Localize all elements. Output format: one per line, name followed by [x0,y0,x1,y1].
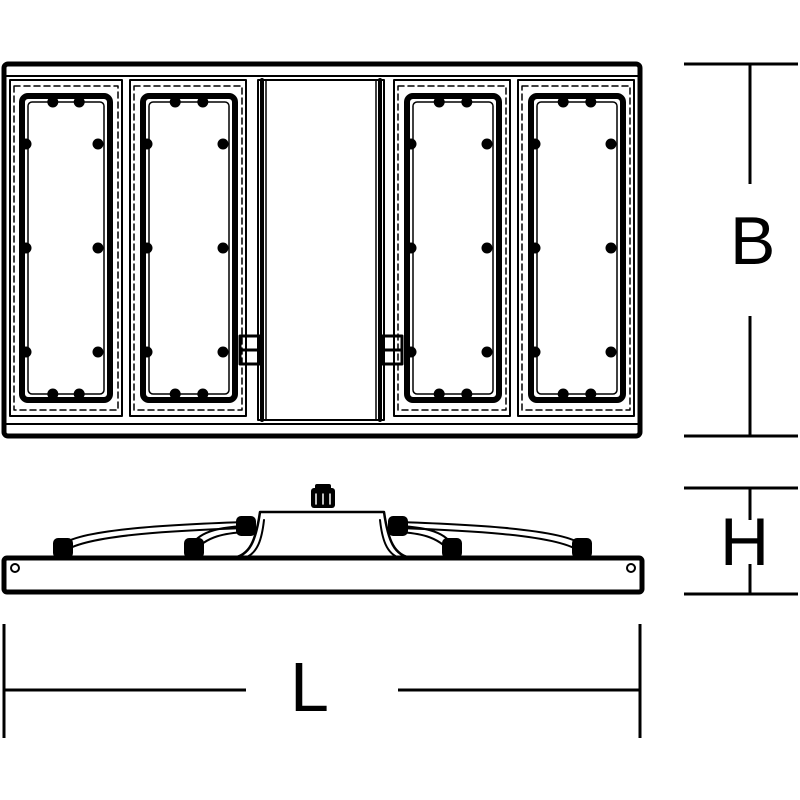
screw-icon [557,388,569,400]
side-view [1,484,645,595]
screw-icon [197,96,209,108]
screw-icon [585,96,597,108]
screw-icon [92,138,104,150]
screw-icon [47,96,59,108]
cable-gland [311,484,335,508]
screw-icon [197,388,209,400]
screw-icon [605,138,617,150]
dimension-label-h: H [720,504,770,580]
screw-icon [217,138,229,150]
screw-icon [169,96,181,108]
screw-icon [405,242,417,254]
screw-icon [529,242,541,254]
cable-right-outer [399,521,583,546]
screw-icon [20,346,32,358]
screw-icon [73,388,85,400]
screw-icon [461,388,473,400]
screw-icon [529,138,541,150]
dimension-b-lines [684,62,798,438]
screw-icon [605,346,617,358]
cable-left-outer [61,521,245,546]
screw-icon [217,346,229,358]
screw-icon [92,346,104,358]
top-view-outer-frame [1,61,643,439]
screw-icon [141,138,153,150]
dimension-l-lines [2,624,642,738]
screw-icon [405,138,417,150]
screw-icon [433,96,445,108]
center-driver-panel [238,78,404,422]
screw-icon [47,388,59,400]
screw-icon [481,242,493,254]
cable-connectors [53,516,592,558]
screw-icon [557,96,569,108]
screw-icon [141,242,153,254]
top-view [1,61,643,439]
dimension-label-l: L [290,648,329,726]
screw-icon [605,242,617,254]
screw-icon [217,242,229,254]
screw-icon [141,346,153,358]
mounting-screws [20,96,617,400]
screw-icon [73,96,85,108]
dimension-lines [2,62,798,738]
screw-icon [433,388,445,400]
screw-icon [405,346,417,358]
dimension-h-lines [684,486,798,596]
driver-housing [230,510,414,560]
screw-icon [92,242,104,254]
screw-icon [481,346,493,358]
dimension-label-b: B [730,203,776,279]
screw-icon [461,96,473,108]
screw-icon [481,138,493,150]
screw-icon [585,388,597,400]
side-view-base-plate [1,555,645,595]
screw-icon [169,388,181,400]
screw-icon [20,138,32,150]
screw-icon [20,242,32,254]
screw-icon [529,346,541,358]
